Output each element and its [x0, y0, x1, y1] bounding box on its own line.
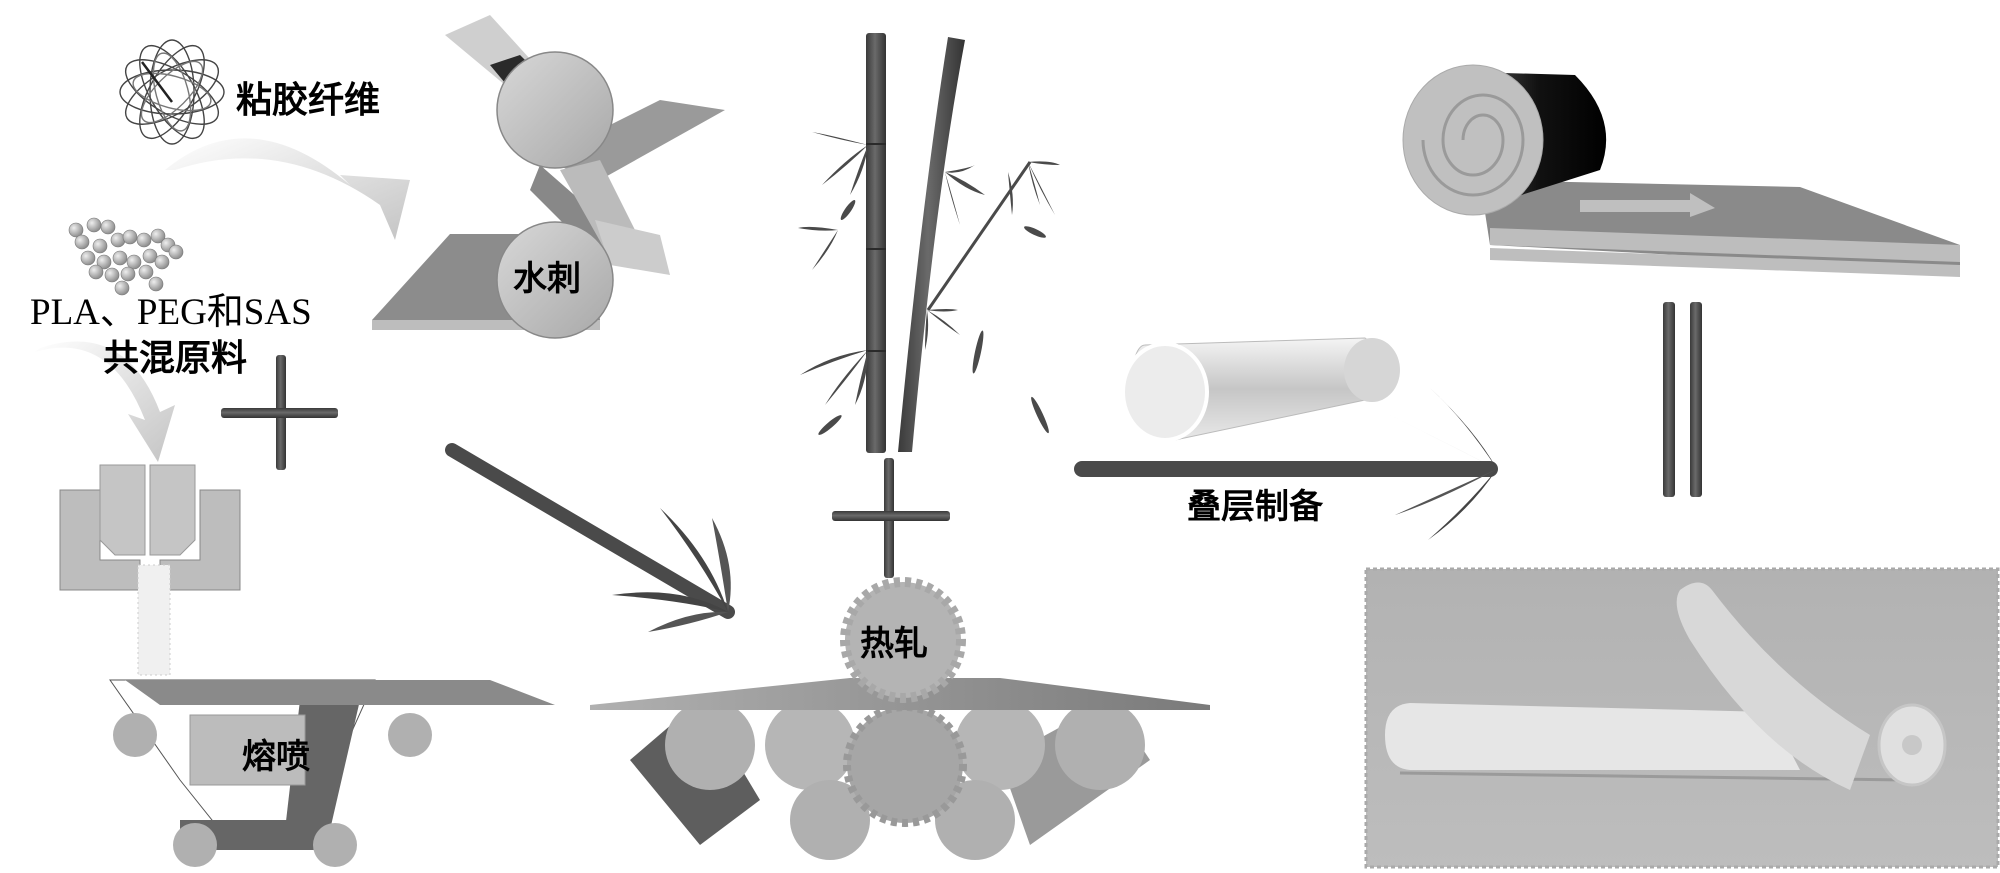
laminate-tube [1121, 337, 1400, 442]
bamboo-arrow-diagonal [445, 443, 735, 632]
feed-arrow-fiber [165, 138, 410, 240]
hot-rolling-label: 热轧 [860, 624, 928, 664]
rolled-nonwoven-mat [1402, 64, 1960, 277]
plus-sign-left [221, 355, 338, 470]
laminate-preparation-label: 叠层制备 [1187, 487, 1323, 527]
spunlace-machine [372, 15, 725, 339]
hot-rolling-machine [590, 577, 1210, 860]
spunlace-label: 水刺 [513, 259, 581, 299]
equals-sign [1663, 302, 1702, 497]
plus-sign-center [832, 458, 950, 578]
blend-material-label-line2: 共混原料 [103, 337, 248, 379]
bamboo-illustration [798, 33, 1060, 453]
bamboo-arrow-horizontal [1074, 388, 1498, 540]
product-photo [1364, 567, 2000, 869]
meltblown-label: 熔喷 [242, 737, 310, 777]
polymer-beads-icon [68, 217, 184, 296]
viscose-fiber-icon [119, 39, 225, 145]
feed-arrow-blend [35, 341, 175, 462]
meltblown-conveyor [109, 679, 555, 867]
meltblown-die [59, 464, 241, 676]
blend-material-label-line1: PLA、PEG和SAS [30, 292, 312, 333]
viscose-fiber-label: 粘胶纤维 [236, 79, 381, 121]
